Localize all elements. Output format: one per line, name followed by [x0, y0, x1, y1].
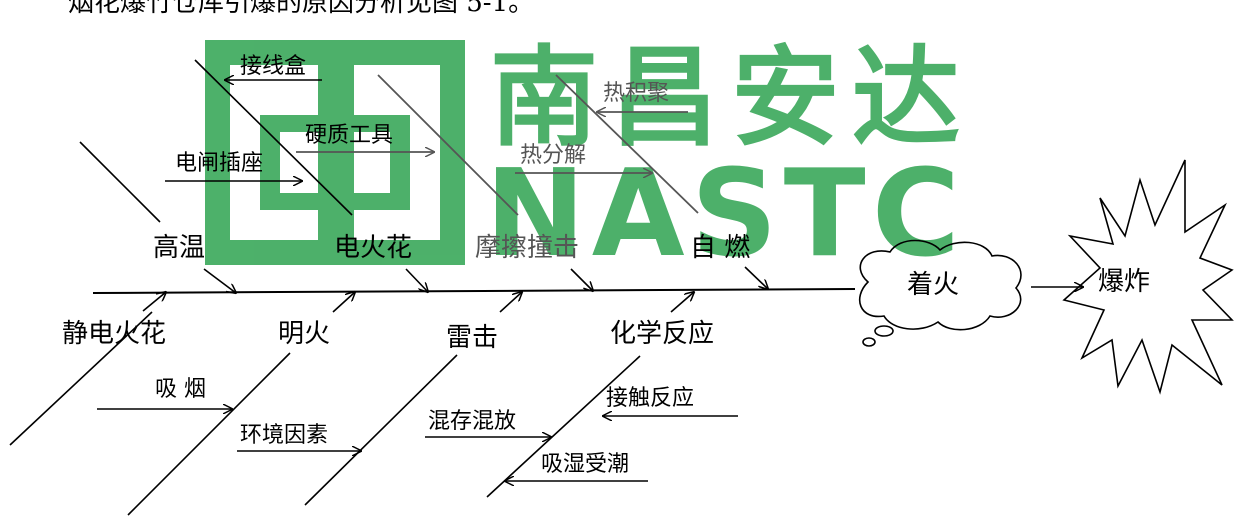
- label-lightning: 雷击: [446, 323, 498, 353]
- cloud-bubble-1: [874, 325, 894, 337]
- label-moisture: 吸湿受潮: [541, 452, 629, 477]
- label-thermal-decomp: 热分解: [520, 143, 586, 168]
- bone-friction-arrow: [570, 268, 593, 291]
- label-contact-reaction: 接触反应: [606, 386, 694, 411]
- bone-lightning: [304, 354, 458, 506]
- bone-self-ignite-arrow: [744, 266, 768, 289]
- label-spark: 电火花: [334, 233, 412, 263]
- bone-open-fire: [127, 352, 291, 516]
- bone-static: [9, 311, 153, 446]
- label-self-ignite: 自 燃: [690, 233, 750, 263]
- bone-chemical-arrow: [670, 292, 694, 313]
- spine-line: [92, 288, 856, 294]
- label-open-fire: 明火: [278, 319, 330, 349]
- label-junction-box: 接线盒: [240, 54, 306, 79]
- bone-self-ignite: [555, 74, 699, 214]
- label-chemical: 化学反应: [610, 319, 714, 349]
- header-line: 烟花爆竹仓库引爆的原因分析见图 5-1。: [68, 0, 534, 18]
- label-environment: 环境因素: [240, 423, 328, 448]
- bone-static-arrow: [142, 292, 166, 312]
- fire-cloud: [858, 239, 1022, 331]
- label-hard-tools: 硬质工具: [305, 123, 393, 148]
- label-friction: 摩擦撞击: [475, 233, 579, 263]
- label-fire: 着火: [907, 270, 959, 300]
- bone-chemical: [486, 355, 641, 498]
- bone-lightning-arrow: [499, 292, 522, 313]
- explosion-star: [1062, 159, 1234, 395]
- label-socket: 电闸插座: [175, 151, 263, 176]
- label-mixed-storage: 混存混放: [428, 409, 516, 434]
- bone-spark: [194, 59, 353, 216]
- label-high-temp: 高温: [153, 233, 205, 263]
- label-explosion: 爆炸: [1098, 267, 1150, 297]
- bone-friction: [377, 74, 519, 216]
- label-heat-accum: 热积聚: [603, 81, 669, 106]
- watermark-en: NASTC: [485, 145, 960, 284]
- label-smoking: 吸 烟: [155, 377, 206, 402]
- bone-high-temp-arrow: [203, 268, 236, 293]
- bone-open-fire-arrow: [332, 292, 355, 313]
- watermark-logo: [205, 40, 465, 265]
- bone-spark-arrow: [405, 268, 428, 292]
- cloud-bubble-2: [862, 337, 876, 347]
- label-static: 静电火花: [62, 319, 166, 349]
- bone-high-temp: [79, 141, 161, 223]
